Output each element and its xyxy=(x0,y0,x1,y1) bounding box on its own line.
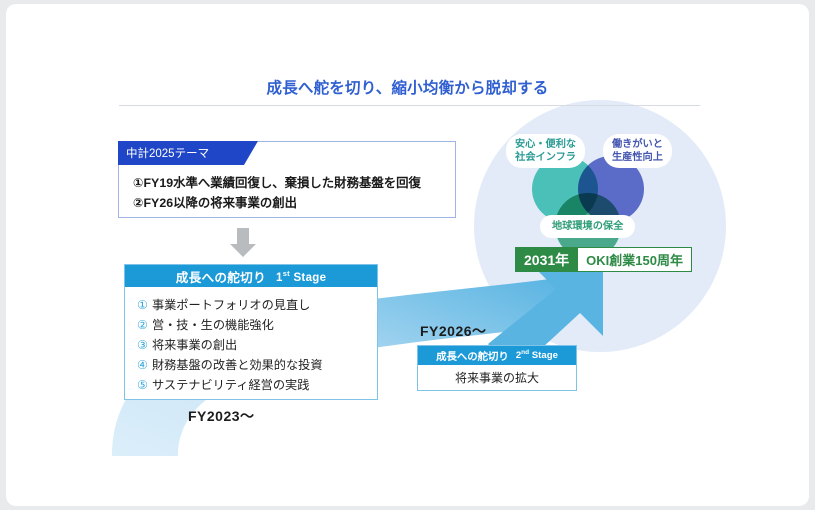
stage-2-header: 成長への舵切り 2nd Stage xyxy=(418,346,576,365)
venn-label-work-productivity: 働きがいと 生産性向上 xyxy=(603,134,672,168)
stage-1-header-jp: 成長への舵切り xyxy=(175,270,266,285)
venn-label-line-2: 社会インフラ xyxy=(515,152,576,163)
stage-2-body-label: 将来事業の拡大 xyxy=(454,371,539,385)
anniversary-badge-text: OKI創業150周年 xyxy=(578,247,692,272)
stage-1-box: 成長への舵切り 1st Stage ① 事業ポートフォリオの見直し ② 営・技・… xyxy=(124,264,378,400)
stage-1-period-label: FY2023〜 xyxy=(188,408,255,424)
list-item-number: ② xyxy=(137,318,148,332)
list-item-number: ① xyxy=(137,298,148,312)
theme-tab-label: 中計2025テーマ xyxy=(126,148,210,160)
stage-1-header: 成長への舵切り 1st Stage xyxy=(125,265,377,287)
list-item: ① 事業ポートフォリオの見直し xyxy=(137,295,377,315)
list-item: ⑤ サステナビリティ経営の実践 xyxy=(137,375,377,395)
mid-term-plan-theme-box: 中計2025テーマ ①FY19水準へ業績回復し、棄損した財務基盤を回復 ②FY2… xyxy=(118,141,456,218)
list-item-number: ⑤ xyxy=(137,378,148,392)
venn-label-line-1: 安心・便利な xyxy=(515,139,577,150)
list-item-label: 事業ポートフォリオの見直し xyxy=(151,298,311,312)
list-item-number: ④ xyxy=(137,358,148,372)
anniversary-badge: 2031年 OKI創業150周年 xyxy=(515,247,692,272)
stage-2-header-en: 2nd Stage xyxy=(515,349,558,362)
theme-item-1: ①FY19水準へ業績回復し、棄損した財務基盤を回復 xyxy=(133,176,421,190)
anniversary-badge-year: 2031年 xyxy=(515,247,579,272)
list-item-number: ③ xyxy=(137,338,148,352)
stage-2-box: 成長への舵切り 2nd Stage 将来事業の拡大 xyxy=(417,345,577,391)
list-item: ③ 将来事業の創出 xyxy=(137,335,377,355)
stage-2-header-jp: 成長への舵切り xyxy=(436,352,509,363)
list-item: ② 営・技・生の機能強化 xyxy=(137,315,377,335)
venn-label-line-1: 働きがいと xyxy=(612,139,663,150)
venn-label-environment: 地球環境の保全 xyxy=(540,215,636,238)
page-title: 成長へ舵を切り、縮小均衡から脱却する xyxy=(266,80,549,97)
list-item: ④ 財務基盤の改善と効果的な投資 xyxy=(137,355,377,375)
theme-tab: 中計2025テーマ xyxy=(118,141,258,165)
slide-canvas: 成長へ舵を切り、縮小均衡から脱却する 中計2025テーマ ①FY xyxy=(6,4,809,506)
venn-label-social-infrastructure: 安心・便利な 社会インフラ xyxy=(506,134,586,168)
stage-2-period-label: FY2026〜 xyxy=(420,323,487,339)
down-arrow-icon xyxy=(229,228,257,258)
theme-item-2: ②FY26以降の将来事業の創出 xyxy=(133,196,298,210)
theme-item-list: ①FY19水準へ業績回復し、棄損した財務基盤を回復 ②FY26以降の将来事業の創… xyxy=(119,169,455,213)
list-item-label: 将来事業の創出 xyxy=(151,338,238,352)
list-item-label: 営・技・生の機能強化 xyxy=(151,318,274,332)
venn-label-line-2: 生産性向上 xyxy=(612,152,663,163)
list-item-label: サステナビリティ経営の実践 xyxy=(151,378,310,392)
vision-venn-diagram xyxy=(526,156,674,261)
title-divider xyxy=(119,105,700,106)
stage-1-header-en: 1st Stage xyxy=(275,268,327,284)
venn-label-line-1: 地球環境の保全 xyxy=(552,221,624,232)
list-item-label: 財務基盤の改善と効果的な投資 xyxy=(151,358,323,372)
stage-1-item-list: ① 事業ポートフォリオの見直し ② 営・技・生の機能強化 ③ 将来事業の創出 ④… xyxy=(125,287,377,395)
